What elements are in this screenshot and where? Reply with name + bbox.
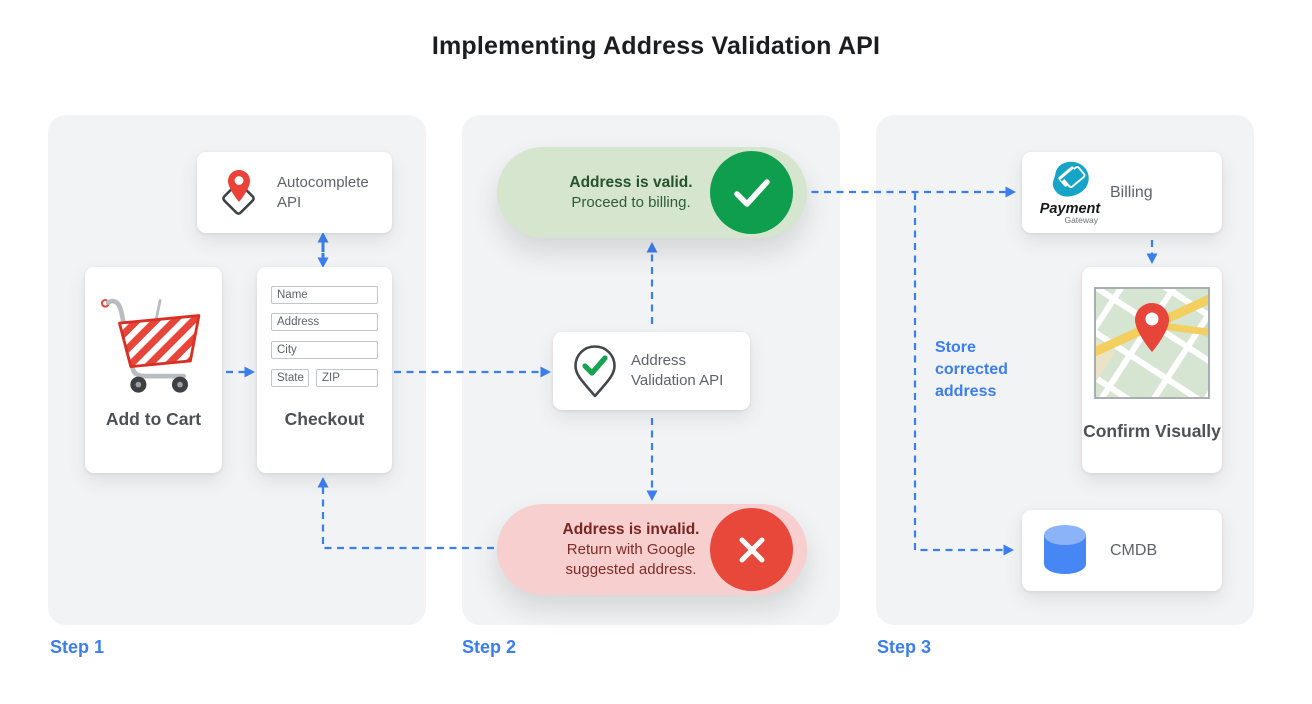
address-validation-api-card: Address Validation API <box>553 332 750 410</box>
add-to-cart-label: Add to Cart <box>105 409 202 429</box>
check-icon <box>733 178 770 207</box>
step2-label: Step 2 <box>462 637 517 657</box>
step3-label: Step 3 <box>877 637 932 657</box>
database-icon <box>1042 523 1088 577</box>
x-circle <box>710 508 793 591</box>
check-circle <box>710 151 793 234</box>
shopping-cart-icon <box>96 291 211 395</box>
confirm-visually-label: Confirm Visually <box>1083 421 1221 441</box>
address-invalid-pill: Address is invalid. Return with Google s… <box>497 504 807 595</box>
autocomplete-map-pin-icon <box>213 167 265 219</box>
page-title: Implementing Address Validation API <box>431 32 881 60</box>
valid-pill-subtitle: Proceed to billing. <box>571 194 691 211</box>
step1-label: Step 1 <box>50 637 105 657</box>
cmdb-label: CMDB <box>1110 541 1158 559</box>
checkout-card: Name Address City State ZIP Checkout <box>257 267 392 473</box>
cmdb-card: CMDB <box>1022 510 1222 591</box>
autocomplete-api-card: Autocomplete API <box>197 152 392 233</box>
billing-card: Payment Gateway Billing <box>1022 152 1222 233</box>
name-field: Name <box>271 286 378 304</box>
payment-gateway-logo: Payment Gateway <box>1036 158 1104 225</box>
store-corrected-address-note: Store corrected address <box>935 339 1008 400</box>
map-thumbnail <box>1094 287 1210 399</box>
address-valid-pill: Address is valid. Proceed to billing. <box>497 147 807 238</box>
validation-card-label: Address Validation API <box>631 352 724 389</box>
add-to-cart-card: Add to Cart <box>85 267 222 473</box>
map-pin-icon <box>1135 303 1169 352</box>
address-field: Address <box>271 313 378 331</box>
validation-pin-check-icon <box>573 344 617 398</box>
invalid-pill-subtitle: Return with Google suggested address. <box>565 541 697 578</box>
zip-field: ZIP <box>316 369 378 387</box>
x-icon <box>739 537 764 562</box>
payment-gateway-logo-subtitle: Gateway <box>1064 215 1098 225</box>
billing-label: Billing <box>1110 183 1153 201</box>
payment-gateway-icon <box>1052 161 1089 197</box>
payment-gateway-logo-title: Payment <box>1039 201 1101 217</box>
confirm-visually-card: Confirm Visually <box>1082 267 1222 473</box>
invalid-pill-title: Address is invalid. <box>562 521 700 538</box>
valid-pill-title: Address is valid. <box>569 174 693 191</box>
city-field: City <box>271 341 378 359</box>
state-field: State <box>271 369 309 387</box>
checkout-label: Checkout <box>284 409 365 429</box>
autocomplete-card-label: Autocomplete API <box>277 173 369 211</box>
